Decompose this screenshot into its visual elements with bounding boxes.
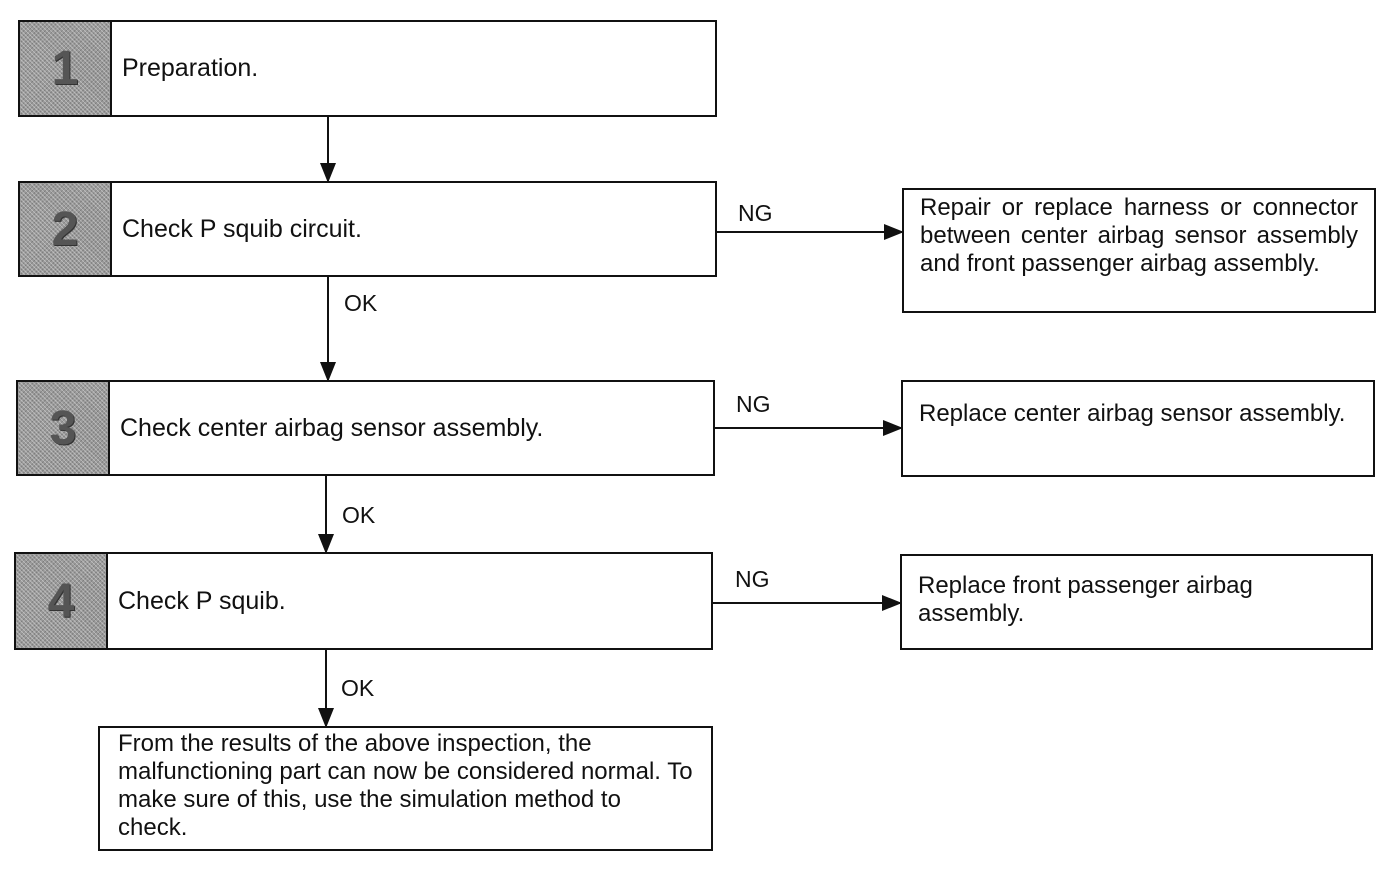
step-number: 4 — [16, 554, 108, 648]
step-label: Check P squib circuit. — [122, 214, 362, 243]
ok-label: OK — [344, 290, 378, 316]
ng-action-3: Replace front passenger airbag assembly. — [900, 554, 1373, 650]
ok-label: OK — [342, 502, 376, 528]
ok-label: OK — [341, 675, 375, 701]
ng-action-1: Repair or replace harness or connector b… — [902, 188, 1376, 313]
final-note-box: From the results of the above inspection… — [98, 726, 713, 851]
step-2-box: 2 Check P squib circuit. — [18, 181, 717, 277]
step-4-box: 4 Check P squib. — [14, 552, 713, 650]
step-number: 2 — [20, 183, 112, 275]
step-label: Check P squib. — [118, 586, 286, 615]
step-label: Check center airbag sensor assembly. — [120, 413, 544, 442]
step-1-box: 1 Preparation. — [18, 20, 717, 117]
ng-label: NG — [738, 200, 773, 226]
ng-label: NG — [735, 566, 770, 592]
ng-action-2: Replace center airbag sensor assembly. — [901, 380, 1375, 477]
step-3-box: 3 Check center airbag sensor assembly. — [16, 380, 715, 476]
ng-label: NG — [736, 391, 771, 417]
step-number: 1 — [20, 22, 112, 115]
step-number: 3 — [18, 382, 110, 474]
step-label: Preparation. — [122, 54, 259, 82]
